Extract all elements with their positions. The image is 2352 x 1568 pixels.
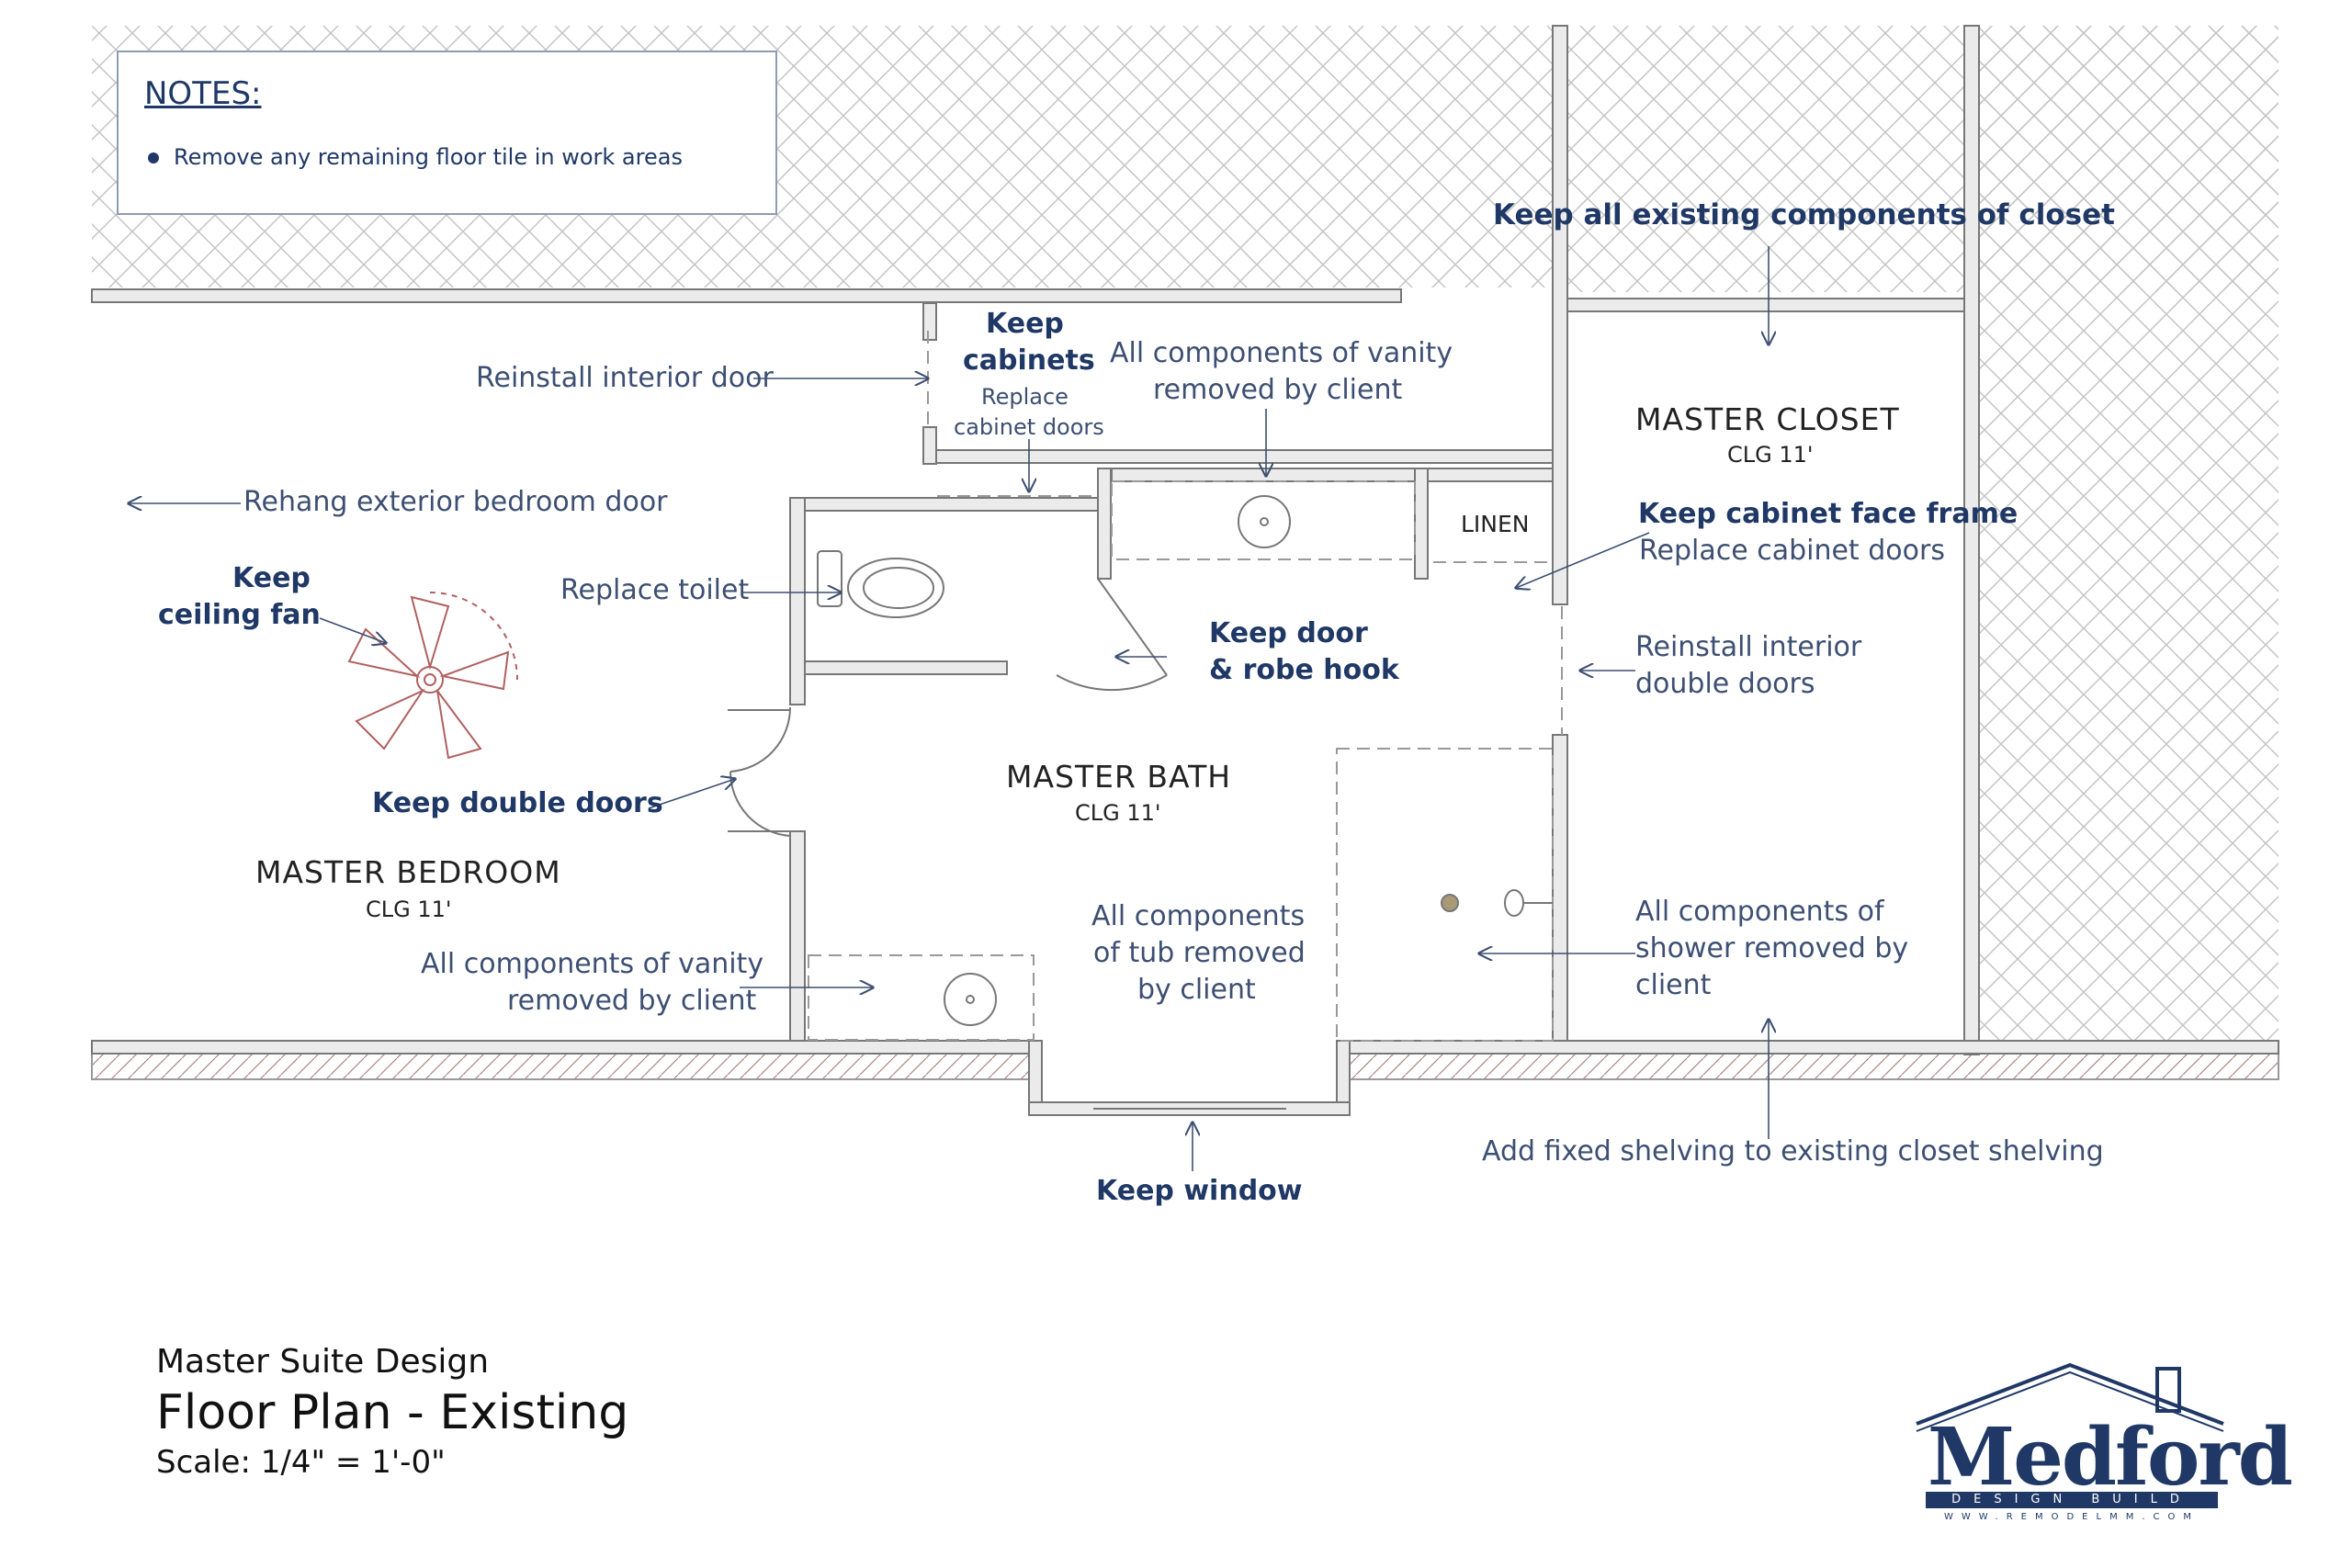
exterior-wall-bottom [91,1051,2279,1080]
callout-keep-cabinets-1: Keep [986,308,1064,340]
callout-rehang-exterior-door: Rehang exterior bedroom door [243,486,668,518]
exterior-hatch [92,26,2278,1055]
room-clg-closet: CLG 11' [1727,442,1814,468]
toilet-fixture [817,550,944,618]
callout-vanity-top-2: removed by client [1153,374,1403,406]
logo-tagline: DESIGN BUILD [1926,1492,2218,1508]
sheet-title: Floor Plan - Existing [156,1385,629,1440]
callout-keep-cabinets-2: cabinets [963,344,1095,377]
room-clg-bath: CLG 11' [1075,800,1161,826]
room-clg-bedroom: CLG 11' [366,897,452,922]
callout-shower-2: shower removed by [1635,932,1909,964]
callout-keep-double-doors: Keep double doors [372,787,663,819]
callout-keep-fan-1: Keep [232,562,311,594]
callout-vanity-top-1: All components of vanity [1110,337,1453,369]
project-title: Master Suite Design [156,1343,490,1381]
title-block: Master Suite Design Floor Plan - Existin… [156,1341,628,1483]
callout-vanity-bottom-1: All components of vanity [421,948,764,980]
scale-text: Scale: 1/4" = 1'-0" [156,1444,446,1481]
house-roof-icon [1916,1362,2224,1432]
callout-replace-cabinet-doors: Replace cabinet doors [1639,535,1945,567]
callout-tub-3: by client [1137,974,1256,1006]
callout-add-shelving: Add fixed shelving to existing closet sh… [1482,1135,2104,1168]
notes-title: NOTES: [144,75,262,112]
room-name-closet: MASTER CLOSET [1635,401,1900,437]
callout-shower-3: client [1635,969,1712,1001]
callout-tub-2: of tub removed [1093,937,1306,969]
callout-replace-cab-doors-2: cabinet doors [954,414,1104,440]
callout-shower-1: All components of [1635,896,1884,928]
room-name-linen: LINEN [1461,511,1530,537]
callout-reinstall-double-2: double doors [1635,668,1815,700]
notes-panel: NOTES: Remove any remaining floor tile i… [117,51,777,215]
notes-item-text: Remove any remaining floor tile in work … [174,144,683,170]
company-logo: Medford DESIGN BUILD WWW.REMODELMM.COM [1909,1358,2293,1523]
callout-replace-toilet: Replace toilet [560,574,750,606]
callout-vanity-bottom-2: removed by client [507,985,757,1017]
logo-name: Medford [1928,1411,2293,1504]
shower-fixtures [1441,889,1553,917]
room-name-bedroom: MASTER BEDROOM [255,854,561,890]
bullet-icon [148,152,159,164]
ceiling-fan-symbol [347,592,518,760]
sink-fixtures [944,495,1291,1026]
logo-website: WWW.REMODELMM.COM [1944,1512,2199,1522]
dashed-fixtures [808,331,1563,1042]
callout-leaders [129,246,1769,1171]
callout-keep-fan-2: ceiling fan [158,599,321,631]
callout-keep-door-1: Keep door [1209,617,1368,649]
callout-reinstall-interior-door: Reinstall interior door [476,362,774,394]
callout-tub-1: All components [1091,900,1306,932]
window [1093,1101,1286,1110]
callout-replace-cab-doors-1: Replace [981,384,1069,410]
callout-keep-door-2: & robe hook [1209,654,1399,686]
notes-item: Remove any remaining floor tile in work … [148,144,683,170]
callout-reinstall-double-1: Reinstall interior [1635,631,1862,663]
callout-keep-closet: Keep all existing components of closet [1493,198,2115,231]
room-name-bath: MASTER BATH [1006,759,1232,795]
callout-keep-face-frame: Keep cabinet face frame [1638,498,2018,530]
callout-keep-window: Keep window [1096,1175,1303,1207]
